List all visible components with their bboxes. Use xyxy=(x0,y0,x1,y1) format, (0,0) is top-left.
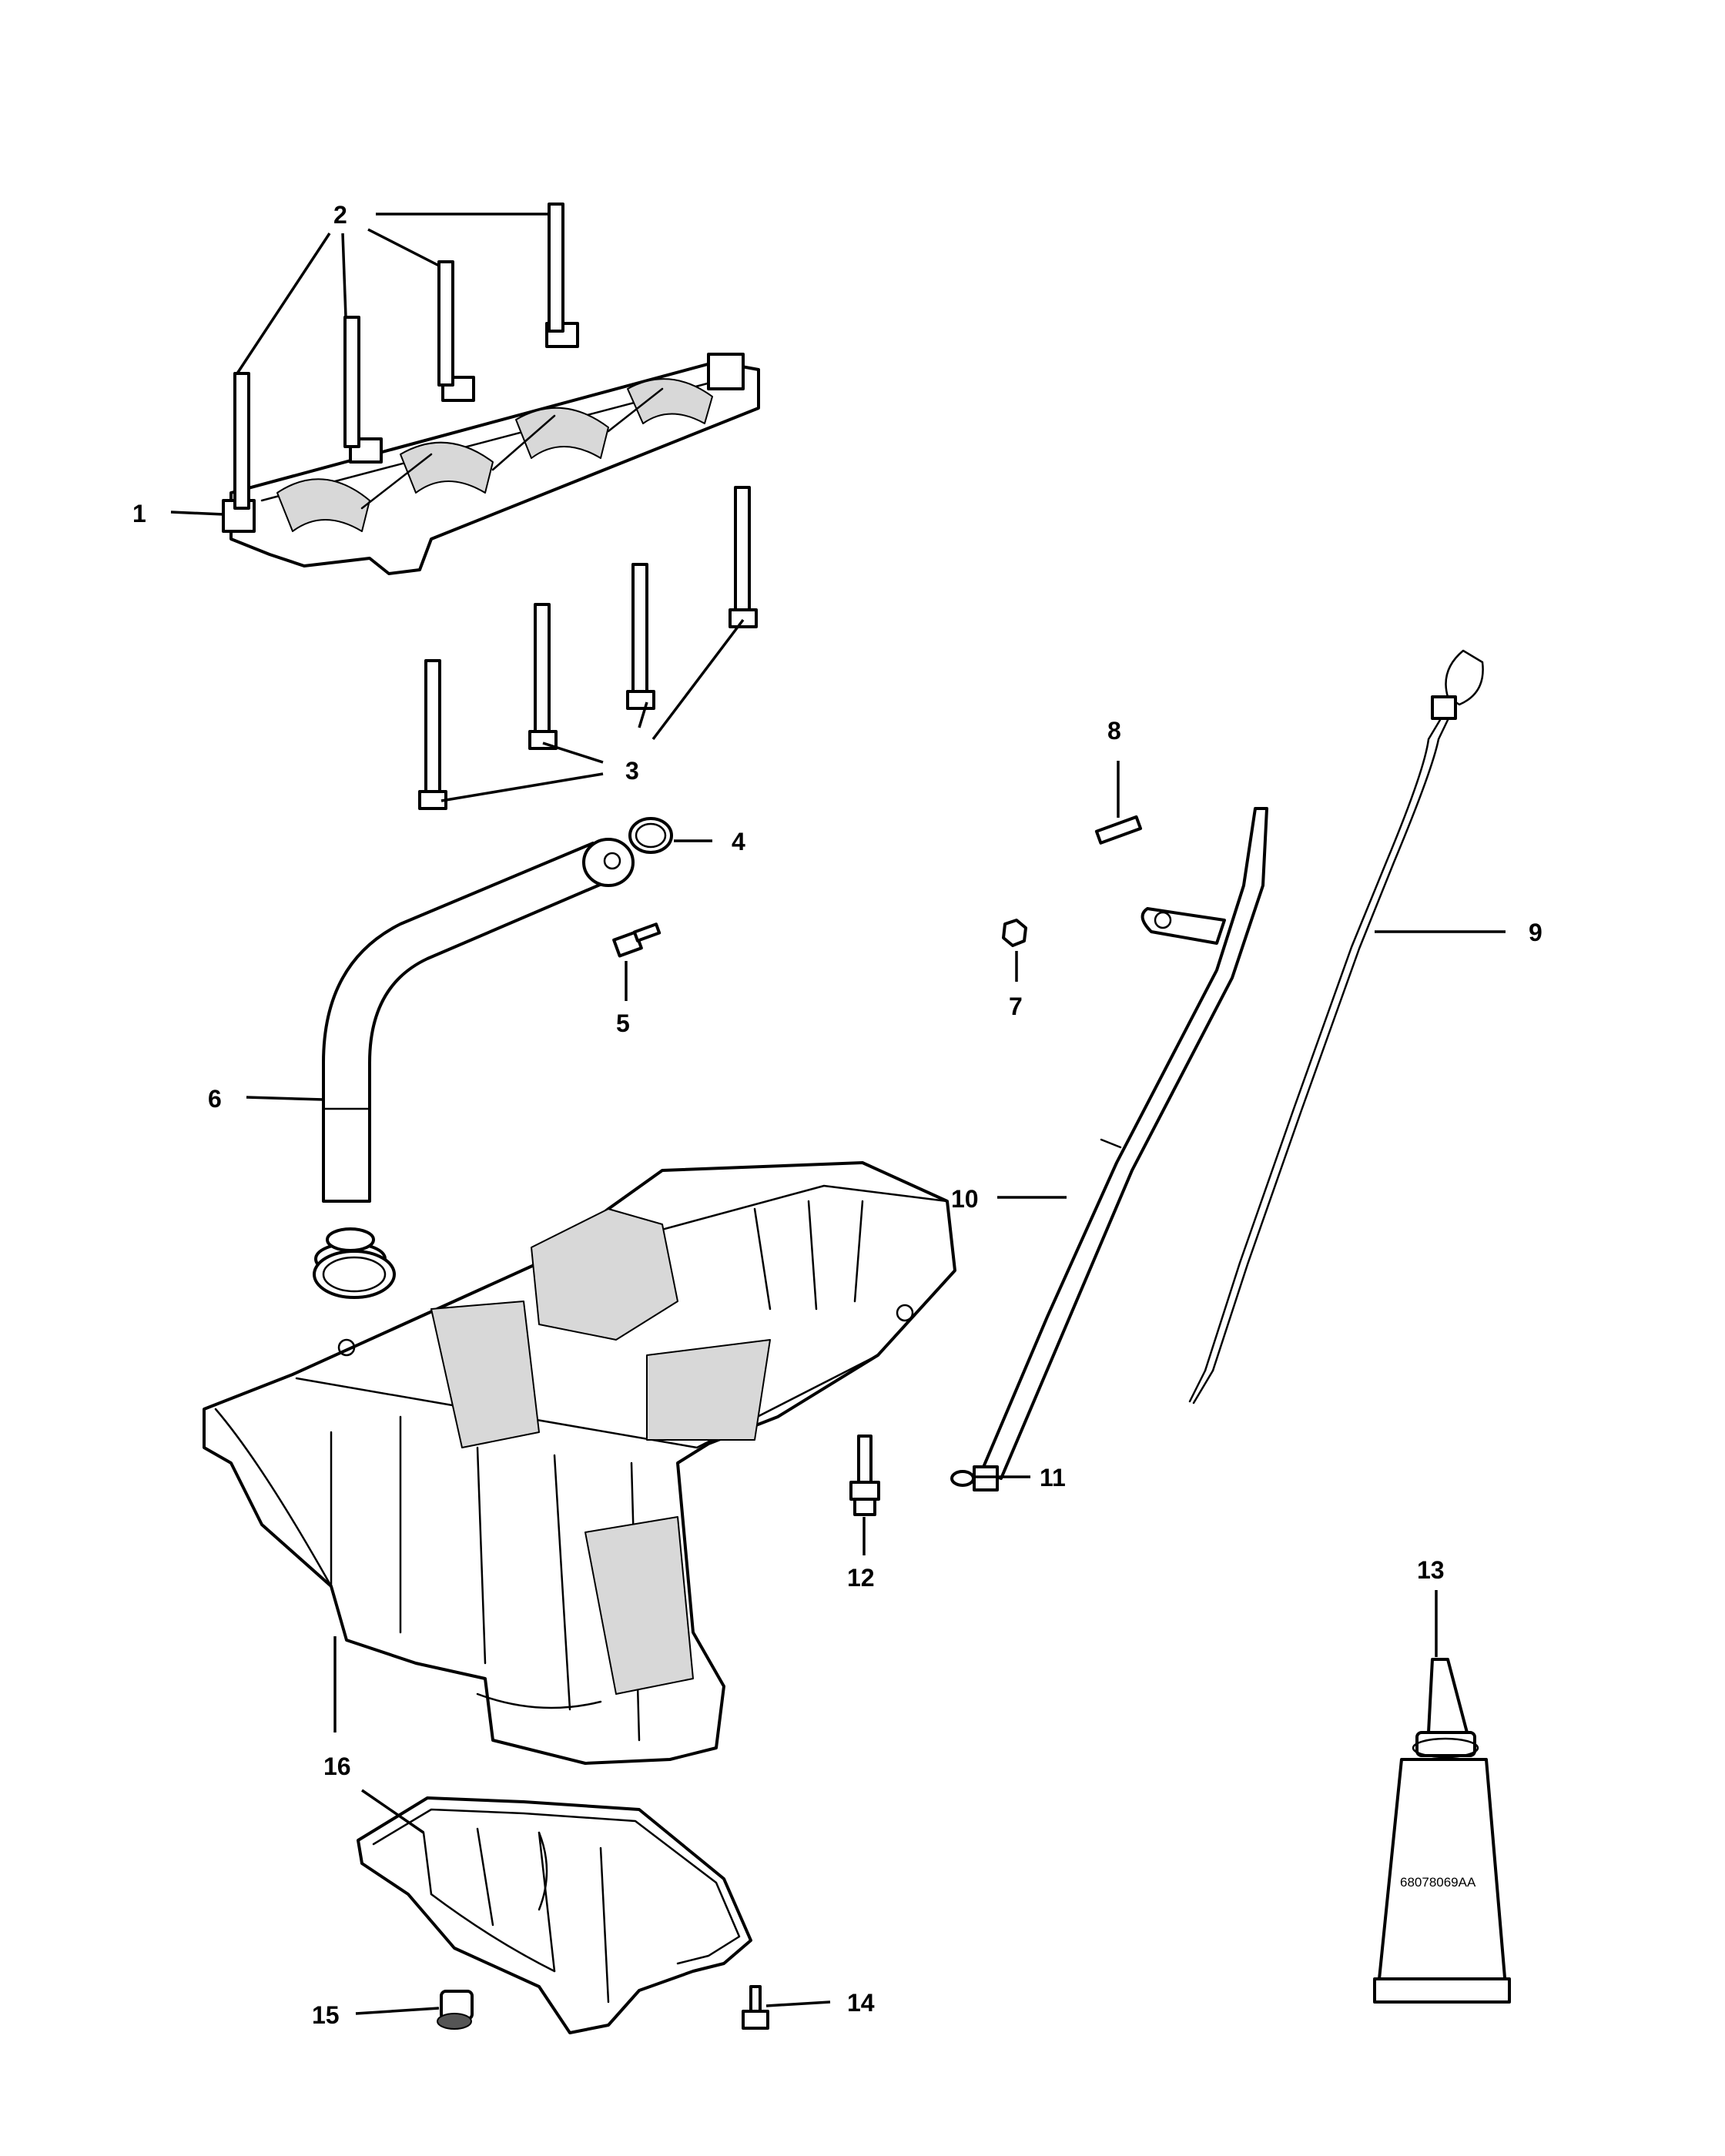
callout-7: 7 xyxy=(1009,993,1023,1020)
callout-8: 8 xyxy=(1107,717,1121,745)
dipstick-tube-nut xyxy=(1002,919,1027,947)
bedplate-bolts xyxy=(233,203,564,510)
lower-oil-pan xyxy=(357,1796,752,2034)
callout-15: 15 xyxy=(312,2001,340,2029)
callout-2: 2 xyxy=(333,201,347,229)
callout-16: 16 xyxy=(323,1753,351,1780)
callout-4: 4 xyxy=(732,828,745,855)
callout-14: 14 xyxy=(847,1989,875,2017)
callout-9: 9 xyxy=(1529,919,1542,946)
callout-5: 5 xyxy=(616,1009,630,1037)
o-ring-seal xyxy=(628,817,673,854)
upper-oil-pan xyxy=(203,1161,956,1765)
dipstick-tube-bolt xyxy=(849,1435,880,1516)
callout-12: 12 xyxy=(847,1564,875,1592)
bedplate-main-bearing-support xyxy=(222,322,760,575)
dipstick-tube xyxy=(973,807,1268,1491)
sealant-tube: 68078069AA xyxy=(1373,1658,1511,2004)
callout-labels: 1 2 3 4 5 6 7 8 9 10 11 12 13 14 15 16 xyxy=(132,201,1542,2029)
sealant-part-number: 68078069AA xyxy=(1400,1875,1476,1890)
pickup-tube-bolt xyxy=(612,922,662,958)
callout-11: 11 xyxy=(1040,1464,1066,1491)
callout-6: 6 xyxy=(208,1085,222,1113)
dipstick-tube-o-ring xyxy=(950,1470,975,1487)
oil-pan-bolt-small xyxy=(742,1985,769,2030)
callout-13: 13 xyxy=(1417,1556,1445,1584)
oil-pickup-tube xyxy=(313,838,635,1299)
dipstick-tube-stud xyxy=(1094,815,1143,845)
oil-pan-bolts xyxy=(418,486,758,810)
callout-10: 10 xyxy=(951,1185,979,1213)
leader-lines xyxy=(170,213,1506,2015)
callout-1: 1 xyxy=(132,500,146,527)
oil-dipstick xyxy=(1188,649,1484,1404)
oil-drain-plug xyxy=(437,1990,474,2030)
callout-3: 3 xyxy=(625,757,639,785)
